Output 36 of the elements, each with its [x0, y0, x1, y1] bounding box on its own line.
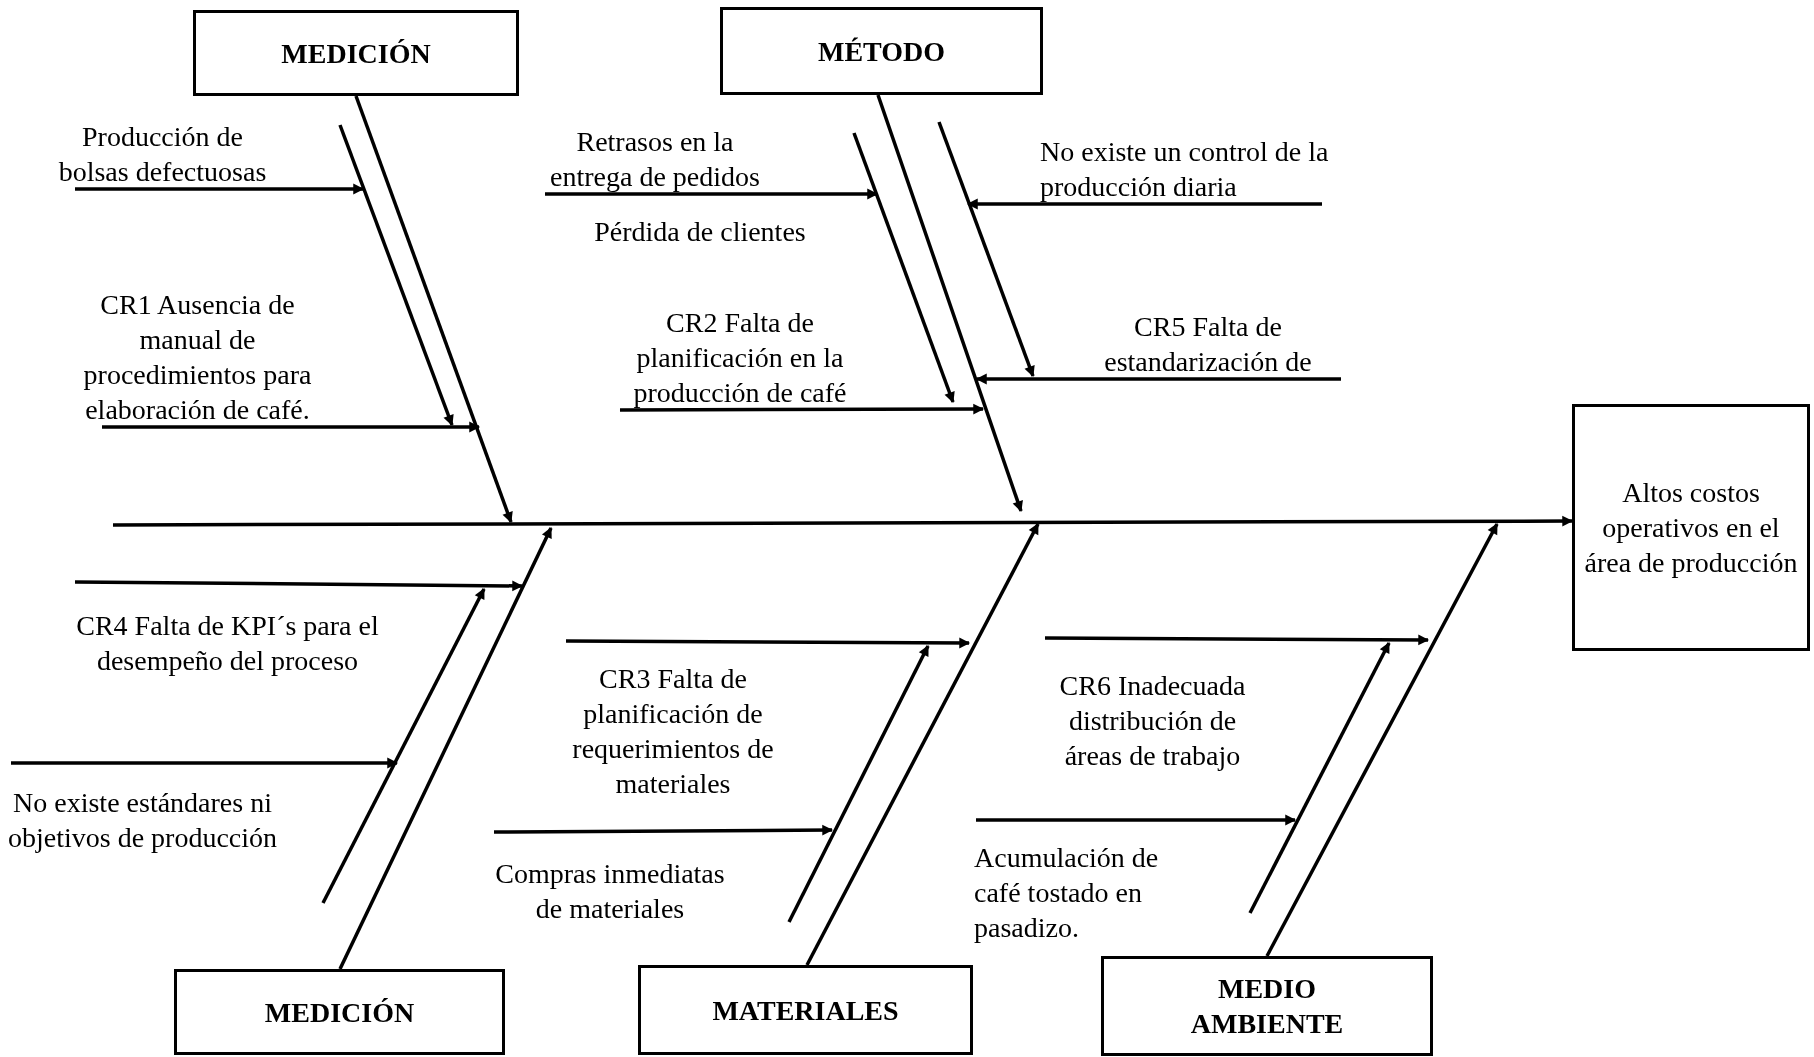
cause-text: No existe estándares ni objetivos de producción — [5, 763, 280, 913]
cause-arrow — [75, 580, 524, 592]
cause-arrow — [966, 198, 1322, 210]
bone-arrow — [805, 523, 1040, 966]
cause-text: CR3 Falta de planificación de requerimientos de materiales — [562, 641, 784, 801]
cause-arrow — [11, 757, 399, 769]
cause-text: CR2 Falta de planificación en la producción de café — [615, 271, 865, 410]
effect-box: Altos costos operativos en el área de producción — [1572, 404, 1810, 651]
spine-arrow — [113, 515, 1574, 527]
cause-text: Retrasos en la entrega de pedidos — [540, 102, 770, 194]
cause-arrow — [976, 814, 1297, 826]
cause-text: No existe un control de la producción diaria — [1040, 112, 1340, 204]
cause-arrow — [1045, 634, 1430, 646]
bone-arrow — [354, 95, 513, 523]
note-text: Pérdida de clientes — [593, 215, 807, 249]
cause-arrow — [75, 183, 365, 195]
category-box: MATERIALES — [638, 965, 973, 1055]
cause-arrow — [102, 421, 481, 433]
cause-arrow — [620, 403, 985, 415]
cause-arrow — [494, 824, 834, 836]
category-box: MÉTODO — [720, 7, 1043, 95]
cause-arrow — [566, 637, 971, 649]
category-box: MEDICIÓN — [174, 969, 505, 1055]
cause-arrow — [975, 373, 1341, 385]
cause-text: CR1 Ausencia de manual de procedimientos para elaboración de café. — [70, 262, 325, 427]
category-box: MEDIO AMBIENTE — [1101, 956, 1433, 1056]
bone-arrow — [1265, 523, 1499, 957]
cause-text: CR5 Falta de estandarización de — [1075, 296, 1341, 379]
cause-arrow — [545, 188, 879, 200]
cause-text: CR6 Inadecuada distribución de áreas de trabajo — [1040, 638, 1265, 788]
bone-arrow — [876, 94, 1023, 513]
cause-text: CR4 Falta de KPI´s para el desempeño del proceso — [55, 582, 400, 682]
bone-arrow — [338, 527, 553, 970]
cause-text: Compras inmediatas de materiales — [480, 832, 740, 938]
category-box: MEDICIÓN — [193, 10, 519, 96]
cause-text: Producción de bolsas defectuosas — [45, 100, 280, 189]
